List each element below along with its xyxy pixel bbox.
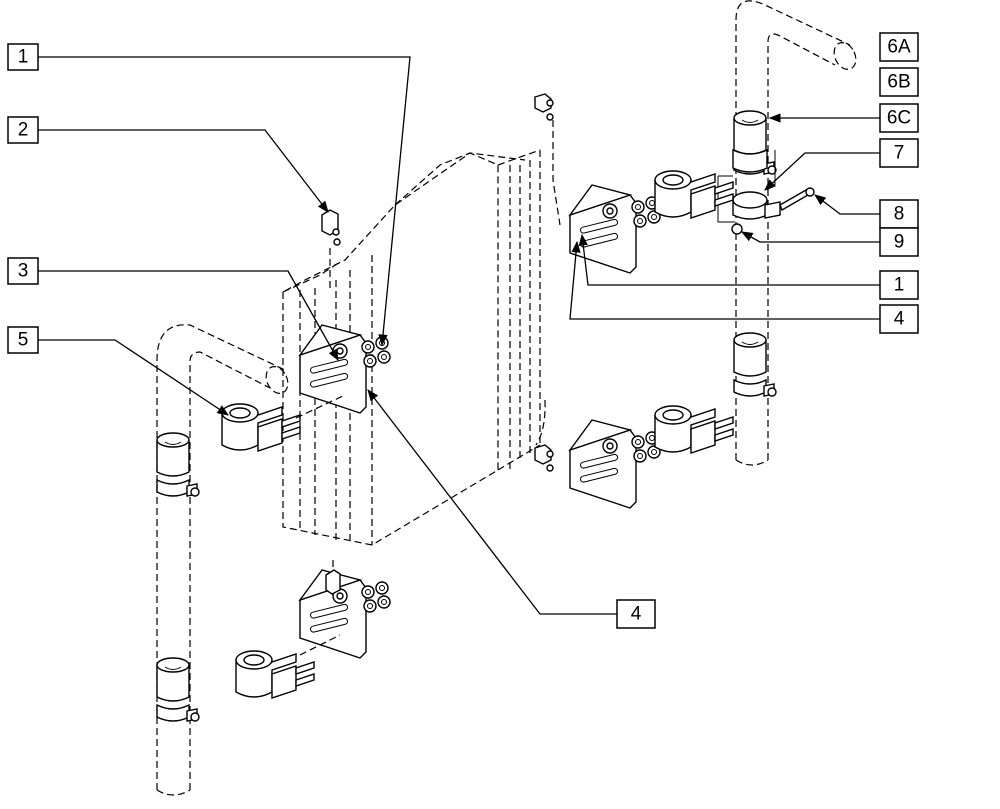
callout-7: 7	[879, 138, 919, 168]
callout-6a: 6A	[879, 32, 919, 62]
callout-4-center: 4	[616, 599, 656, 629]
svg-text:5: 5	[18, 330, 29, 351]
callout-6b: 6B	[879, 67, 919, 97]
svg-text:1: 1	[18, 47, 29, 68]
svg-text:9: 9	[894, 232, 905, 253]
leader-3	[38, 270, 339, 362]
leader-5	[38, 339, 229, 416]
callout-4-right: 4	[879, 304, 919, 334]
callout-9: 9	[879, 227, 919, 257]
leader-9	[740, 231, 880, 243]
svg-text:6C: 6C	[887, 108, 911, 129]
svg-text:8: 8	[894, 204, 905, 225]
svg-text:7: 7	[894, 143, 905, 164]
callout-1-left: 1	[7, 43, 39, 71]
svg-text:1: 1	[894, 275, 905, 296]
svg-text:6A: 6A	[887, 37, 911, 58]
callout-6c: 6C	[879, 103, 919, 133]
svg-text:4: 4	[631, 604, 642, 625]
callout-8: 8	[879, 199, 919, 229]
svg-text:4: 4	[894, 309, 905, 330]
callout-3: 3	[7, 257, 39, 285]
callout-2: 2	[7, 116, 39, 144]
svg-text:3: 3	[18, 261, 29, 282]
leader-7	[764, 152, 880, 191]
leader-2	[38, 129, 329, 213]
leader-4-right	[569, 240, 880, 320]
leader-1-left	[38, 56, 411, 347]
callout-1-right: 1	[879, 270, 919, 300]
svg-text:6B: 6B	[887, 72, 910, 93]
leader-4-center	[367, 389, 617, 615]
hinge-clip-top	[321, 209, 341, 246]
callout-5: 5	[7, 326, 39, 354]
svg-text:2: 2	[18, 120, 29, 141]
leader-8	[814, 194, 880, 215]
leader-1-right	[578, 233, 880, 286]
